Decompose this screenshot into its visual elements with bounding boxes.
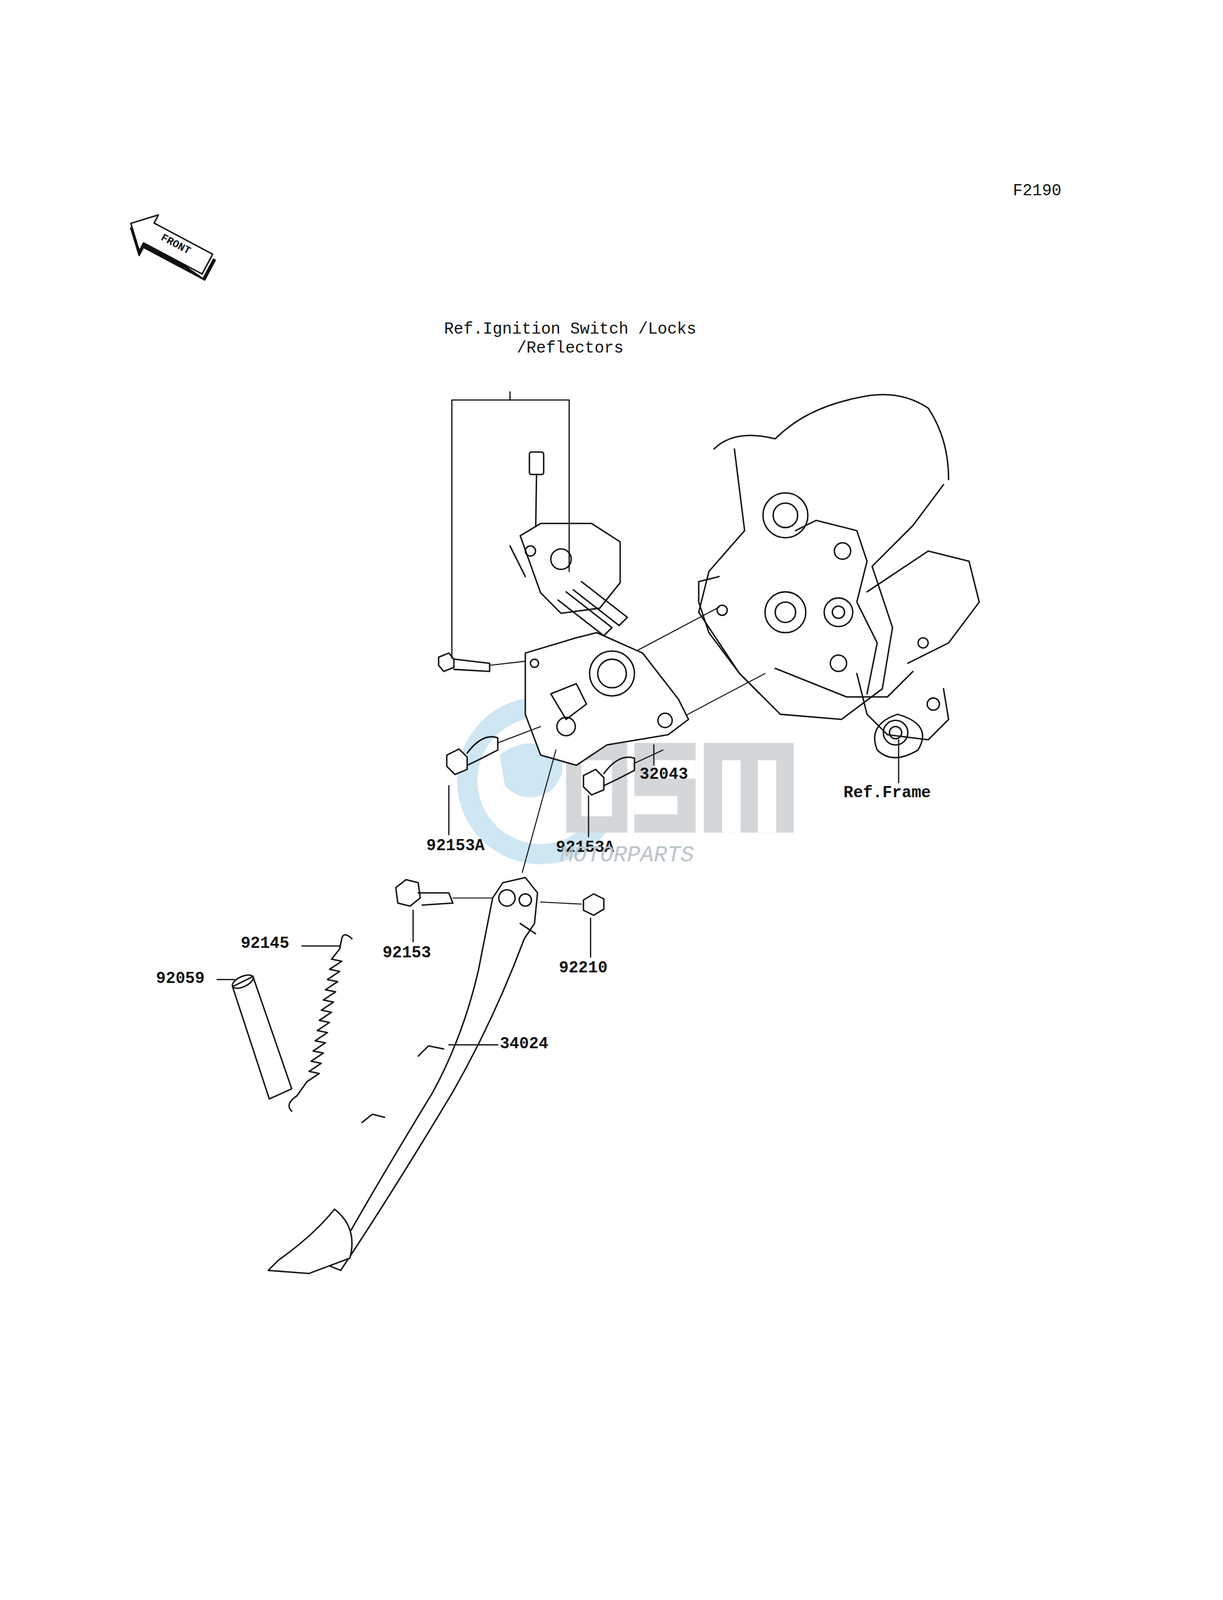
callout-number: 92153 bbox=[382, 943, 432, 963]
callout-number: 92153A bbox=[426, 836, 485, 855]
frame bbox=[632, 394, 980, 758]
bolts bbox=[395, 653, 664, 916]
front-arrow bbox=[119, 205, 222, 288]
figure-code: F2190 bbox=[1012, 181, 1062, 201]
sleeve bbox=[230, 972, 292, 1099]
stand-bracket bbox=[525, 632, 689, 766]
reference-note: Ref.Frame bbox=[843, 783, 932, 802]
callout-number: 92059 bbox=[156, 969, 205, 988]
callout-number: 92210 bbox=[558, 958, 608, 978]
callout-number: 34024 bbox=[499, 1034, 549, 1053]
reference-note: Ref.Ignition Switch /Locks /Reflectors bbox=[391, 320, 749, 358]
watermark: MOTORPARTS bbox=[559, 842, 694, 869]
callout-number: 92145 bbox=[240, 934, 290, 953]
side-stand bbox=[268, 749, 557, 1273]
callout-number: 32043 bbox=[639, 765, 689, 784]
leader-lines bbox=[217, 391, 899, 1045]
spring bbox=[288, 934, 352, 1111]
